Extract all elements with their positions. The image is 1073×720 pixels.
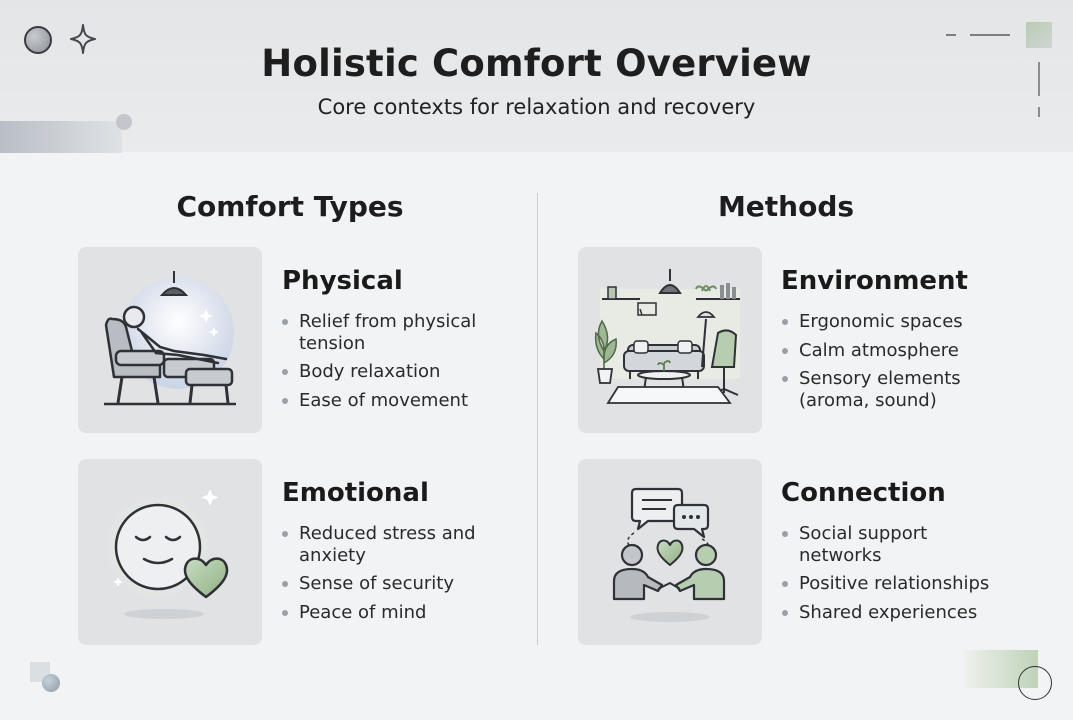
card-title-connection: Connection [781, 478, 946, 508]
decorative-line [1038, 107, 1040, 117]
decorative-dot [116, 114, 132, 130]
sparkle-icon [68, 22, 98, 60]
recliner-person-icon [78, 247, 262, 433]
decorative-circle-icon [24, 26, 52, 54]
bullet-list-physical: Relief from physical tension Body relaxa… [281, 311, 491, 418]
card-title-physical: Physical [282, 266, 403, 296]
list-item: Reduced stress and anxiety [281, 523, 491, 566]
list-item: Sensory elements (aroma, sound) [781, 368, 981, 411]
decorative-bar [0, 121, 122, 153]
people-chat-heart-icon [578, 459, 762, 645]
decorative-line [946, 34, 956, 36]
list-item: Peace of mind [281, 602, 491, 624]
calm-face-heart-icon [78, 459, 262, 645]
column-divider [537, 193, 538, 645]
decorative-line [1038, 62, 1040, 96]
bullet-list-connection: Social support networks Positive relatio… [781, 523, 1001, 630]
list-item: Body relaxation [281, 361, 491, 383]
page-title: Holistic Comfort Overview [261, 42, 812, 85]
column-heading-methods: Methods [717, 190, 855, 223]
decorative-circle-icon [1018, 666, 1052, 700]
list-item: Relief from physical tension [281, 311, 491, 354]
list-item: Calm atmosphere [781, 340, 981, 362]
bullet-list-emotional: Reduced stress and anxiety Sense of secu… [281, 523, 491, 630]
decorative-line [970, 34, 1010, 36]
page-subtitle: Core contexts for relaxation and recover… [317, 95, 756, 119]
card-title-emotional: Emotional [282, 478, 429, 508]
header-banner [0, 0, 1073, 152]
decorative-dot [42, 674, 60, 692]
column-heading-comfort-types: Comfort Types [176, 190, 404, 223]
card-title-environment: Environment [781, 266, 968, 296]
list-item: Sense of security [281, 573, 491, 595]
list-item: Shared experiences [781, 602, 1001, 624]
decorative-square [1026, 22, 1052, 48]
list-item: Social support networks [781, 523, 1001, 566]
list-item: Ergonomic spaces [781, 311, 981, 333]
list-item: Positive relationships [781, 573, 1001, 595]
list-item: Ease of movement [281, 390, 491, 412]
living-room-icon [578, 247, 762, 433]
bullet-list-environment: Ergonomic spaces Calm atmosphere Sensory… [781, 311, 981, 418]
